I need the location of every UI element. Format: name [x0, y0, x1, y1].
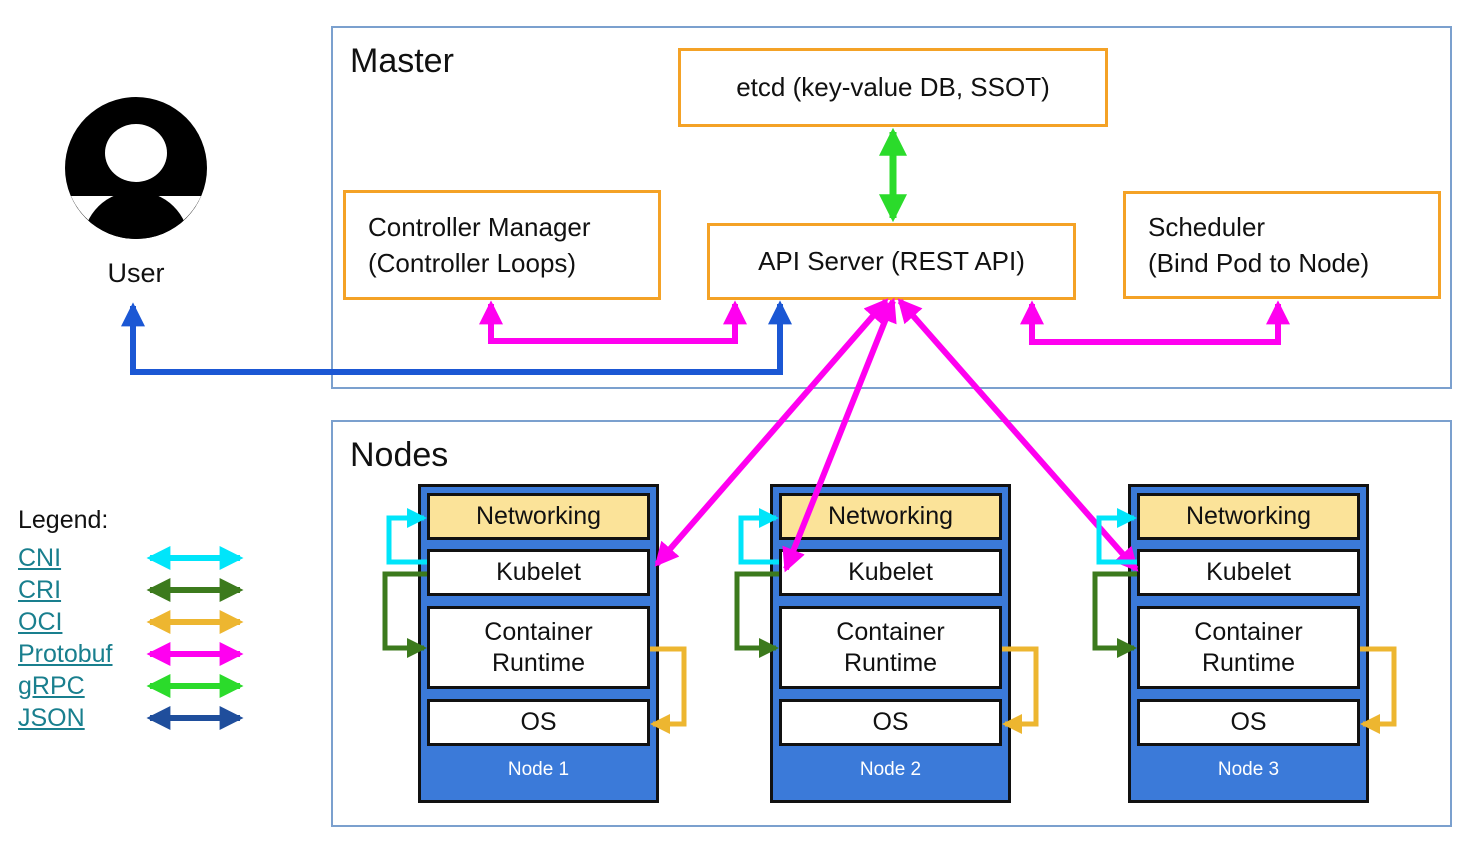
legend-link-oci[interactable]: OCI	[18, 607, 63, 636]
legend-row-json: JSON	[18, 702, 278, 734]
node-2-container-runtime-layer: Container Runtime	[779, 606, 1002, 689]
legend: Legend: CNI CRI OCI Protobuf gRP	[18, 506, 278, 734]
user-icon	[65, 97, 207, 239]
scheduler-label-line1: Scheduler	[1148, 212, 1266, 242]
node-1-name: Node 1	[507, 759, 570, 780]
legend-link-grpc[interactable]: gRPC	[18, 671, 85, 700]
node-1-kubelet-layer: Kubelet	[427, 549, 650, 596]
scheduler-box: Scheduler (Bind Pod to Node)	[1123, 191, 1441, 299]
legend-link-cri[interactable]: CRI	[18, 575, 62, 604]
node-2-networking-layer: Networking	[779, 493, 1002, 540]
node-2-os-layer: OS	[779, 699, 1002, 746]
legend-row-grpc: gRPC	[18, 670, 278, 702]
json-legend-arrow-icon	[146, 706, 244, 730]
node-3-container-runtime-layer: Container Runtime	[1137, 606, 1360, 689]
node-1-container-runtime-layer: Container Runtime	[427, 606, 650, 689]
controller-manager-label-line1: Controller Manager	[368, 212, 591, 242]
node-3-name: Node 3	[1217, 759, 1280, 780]
api-server-box: API Server (REST API)	[707, 223, 1076, 300]
oci-legend-arrow-icon	[146, 610, 244, 634]
cri-legend-arrow-icon	[146, 578, 244, 602]
node-2-name: Node 2	[859, 759, 922, 780]
controller-manager-box: Controller Manager (Controller Loops)	[343, 190, 661, 300]
cni-legend-arrow-icon	[146, 546, 244, 570]
api-server-label: API Server (REST API)	[758, 246, 1025, 276]
legend-link-json[interactable]: JSON	[18, 703, 85, 732]
node-3-networking-layer: Networking	[1137, 493, 1360, 540]
legend-row-cni: CNI	[18, 542, 278, 574]
node-2-box: Networking Kubelet Container Runtime OS …	[770, 484, 1011, 803]
etcd-box: etcd (key-value DB, SSOT)	[678, 48, 1108, 127]
node-1-os-layer: OS	[427, 699, 650, 746]
legend-row-oci: OCI	[18, 606, 278, 638]
scheduler-label-line2: (Bind Pod to Node)	[1148, 248, 1370, 278]
legend-link-protobuf[interactable]: Protobuf	[18, 639, 113, 668]
legend-title: Legend:	[18, 506, 109, 534]
master-section-title: Master	[350, 42, 454, 80]
user-label: User	[107, 258, 165, 288]
node-3-kubelet-layer: Kubelet	[1137, 549, 1360, 596]
node-1-networking-layer: Networking	[427, 493, 650, 540]
nodes-section-title: Nodes	[350, 436, 449, 474]
node-2-kubelet-layer: Kubelet	[779, 549, 1002, 596]
legend-row-protobuf: Protobuf	[18, 638, 278, 670]
controller-manager-label-line2: (Controller Loops)	[368, 248, 577, 278]
legend-link-cni[interactable]: CNI	[18, 543, 62, 572]
etcd-label: etcd (key-value DB, SSOT)	[736, 72, 1050, 102]
legend-row-cri: CRI	[18, 574, 278, 606]
node-3-os-layer: OS	[1137, 699, 1360, 746]
node-1-box: Networking Kubelet Container Runtime OS …	[418, 484, 659, 803]
protobuf-legend-arrow-icon	[146, 642, 244, 666]
node-3-box: Networking Kubelet Container Runtime OS …	[1128, 484, 1369, 803]
grpc-legend-arrow-icon	[146, 674, 244, 698]
